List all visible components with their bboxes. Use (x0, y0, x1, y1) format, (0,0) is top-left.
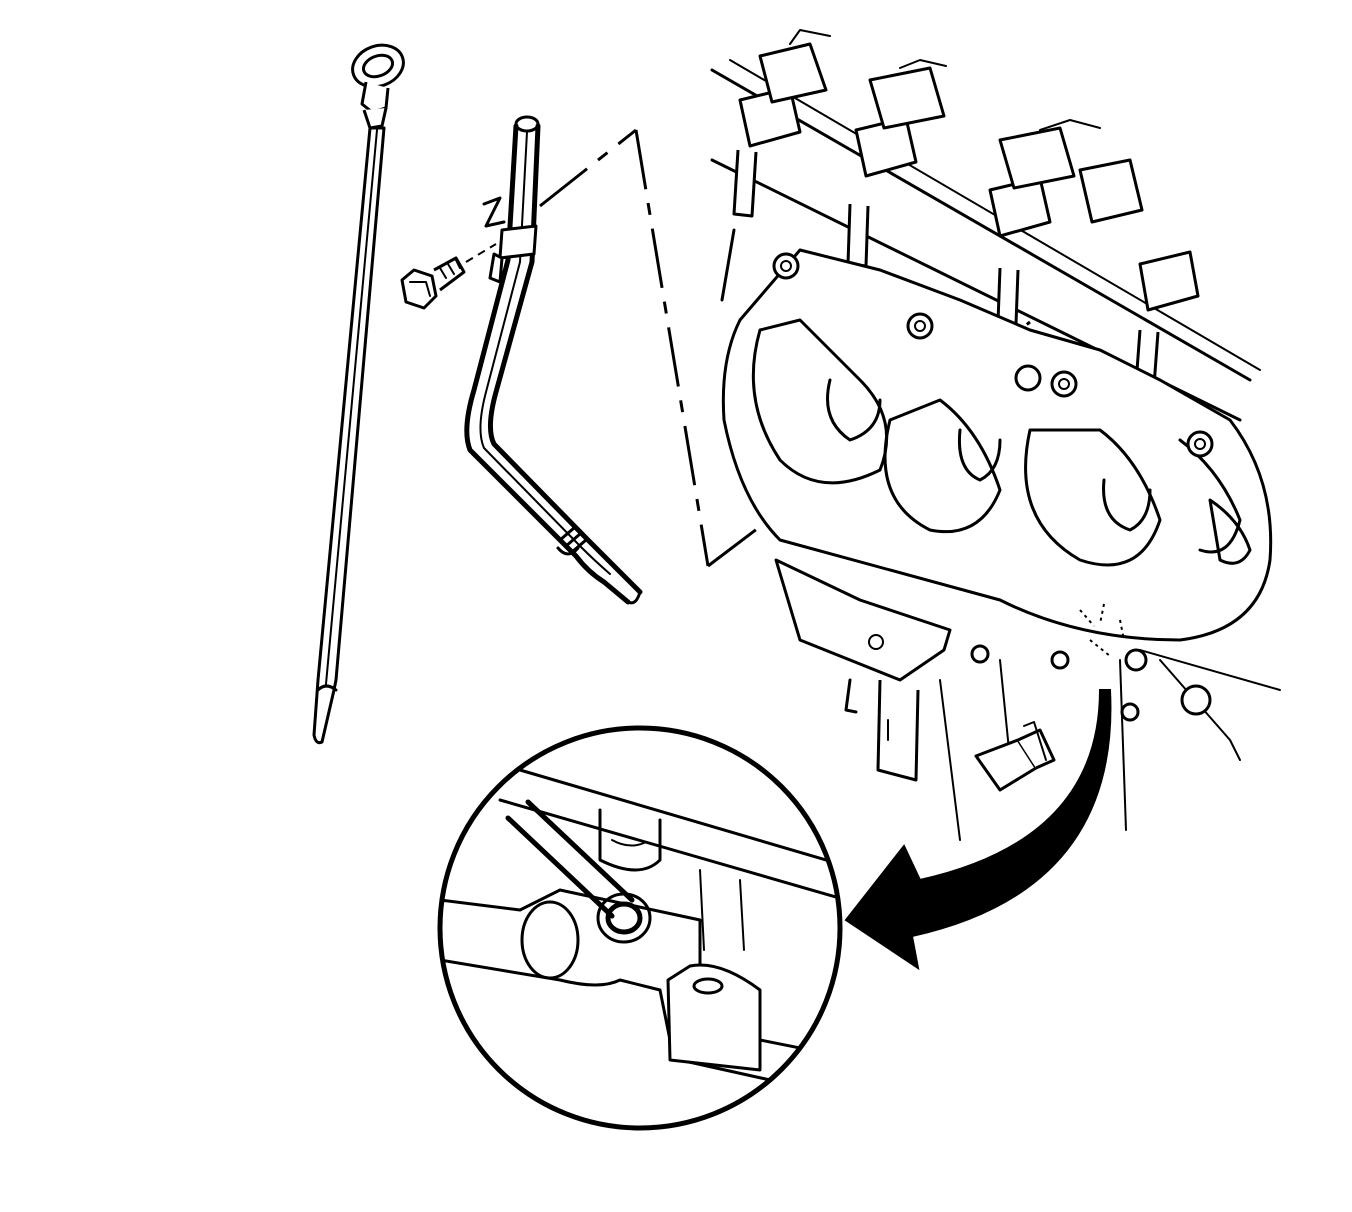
detail-circle-border (437, 725, 843, 1131)
tube-bolt (400, 243, 497, 310)
ignition-coils (738, 29, 1200, 312)
install-direction-marker (482, 196, 506, 228)
dipstick-handle-ring (351, 43, 405, 89)
detail-view (437, 725, 843, 1131)
exhaust-manifold (710, 29, 1281, 841)
dipstick-tube (464, 115, 643, 605)
oil-level-dipstick (312, 43, 405, 745)
oxygen-sensor (974, 721, 1056, 792)
detail-arrow (844, 689, 1112, 971)
manifold-body (721, 248, 1273, 642)
